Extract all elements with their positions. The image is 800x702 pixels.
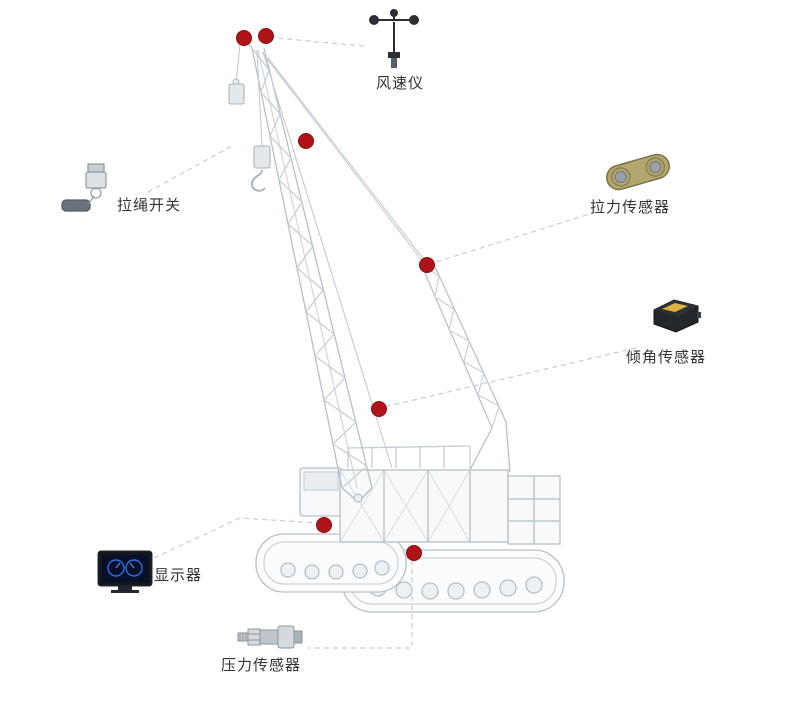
crawler-tracks	[255, 533, 565, 613]
label-display: 显示器	[154, 567, 203, 584]
label-anemometer: 风速仪	[376, 75, 425, 92]
sensor-markers	[236, 28, 435, 561]
mast-lattice	[420, 259, 507, 429]
connector-tension-sensor	[435, 211, 597, 263]
marker-boom-head-left	[236, 30, 252, 46]
marker-boom-head-right	[258, 28, 274, 44]
label-rope-switch: 拉绳开关	[117, 197, 182, 214]
crane-body	[299, 421, 561, 545]
connector-pressure-sensor	[308, 560, 413, 649]
marker-mid-boom	[371, 401, 387, 417]
marker-jib-top	[419, 257, 435, 273]
connector-rope-switch	[147, 145, 233, 193]
ropes-and-hook	[228, 43, 430, 469]
boom-lattice	[237, 31, 373, 503]
tilt-sensor-box-icon	[648, 292, 702, 338]
label-pressure-sensor: 压力传感器	[221, 657, 302, 674]
connector-tilt-sensor	[387, 347, 637, 407]
marker-upper-boom	[298, 133, 314, 149]
callout-connectors	[147, 37, 637, 649]
anemometer-icon	[366, 8, 422, 70]
marker-track	[406, 545, 422, 561]
monitor-icon	[96, 548, 154, 596]
marker-superstructure	[316, 517, 332, 533]
load-link-icon	[600, 146, 676, 198]
pull-rope-switch-icon	[58, 162, 122, 218]
label-tilt-sensor: 倾角传感器	[626, 349, 707, 366]
label-tension-sensor: 拉力传感器	[590, 199, 671, 216]
pressure-transducer-icon	[236, 616, 304, 658]
connector-anemometer	[275, 37, 365, 47]
connector-display	[153, 517, 319, 559]
